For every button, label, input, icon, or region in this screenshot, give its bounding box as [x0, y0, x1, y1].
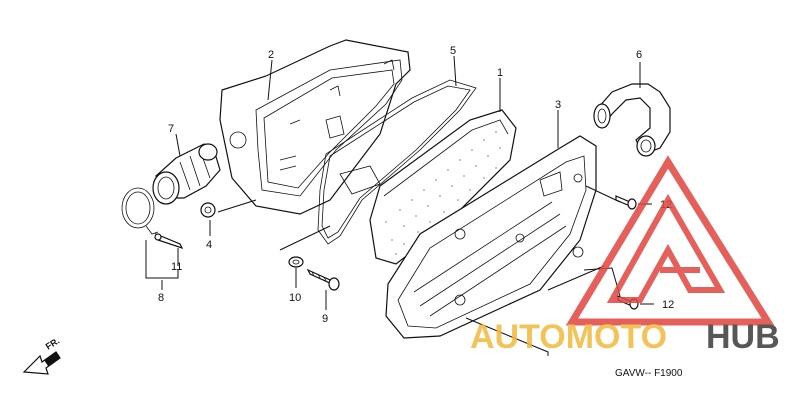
callout-8: 8 [158, 292, 164, 304]
filter-element [369, 109, 517, 265]
screw-upper [615, 195, 637, 210]
direction-label: FR. [44, 336, 62, 352]
callout-3: 3 [555, 99, 561, 111]
callout-11: 11 [171, 261, 182, 273]
callout-1: 1 [497, 67, 503, 79]
callout-5: 5 [450, 45, 456, 57]
tube-clamp [121, 187, 184, 250]
callout-4: 4 [206, 239, 212, 251]
watermark-brand-part1: AUTOMOTO [470, 318, 667, 356]
bolt [306, 268, 340, 291]
callout-7: 7 [168, 123, 174, 135]
callout-10: 10 [289, 292, 301, 304]
air-cleaner-cover [385, 135, 597, 339]
callout-12-lower: 12 [662, 299, 674, 311]
watermark-logo-icon [565, 155, 775, 326]
callout-numbers: 1 2 3 4 5 6 7 8 9 10 11 12 12 [158, 45, 674, 325]
figure-reference: GAVW-- F1900 [615, 368, 683, 379]
connecting-tube [152, 143, 221, 205]
breather-tube [593, 83, 671, 157]
callout-6: 6 [636, 49, 642, 61]
grommet [200, 202, 216, 218]
callout-9: 9 [322, 313, 328, 325]
callout-2: 2 [268, 49, 274, 61]
front-direction-indicator: FR. [22, 336, 62, 375]
washer [288, 256, 304, 268]
watermark-brand-part2: HUB [706, 318, 780, 356]
gasket [317, 79, 477, 245]
watermark: AUTOMOTO HUB [470, 155, 780, 356]
